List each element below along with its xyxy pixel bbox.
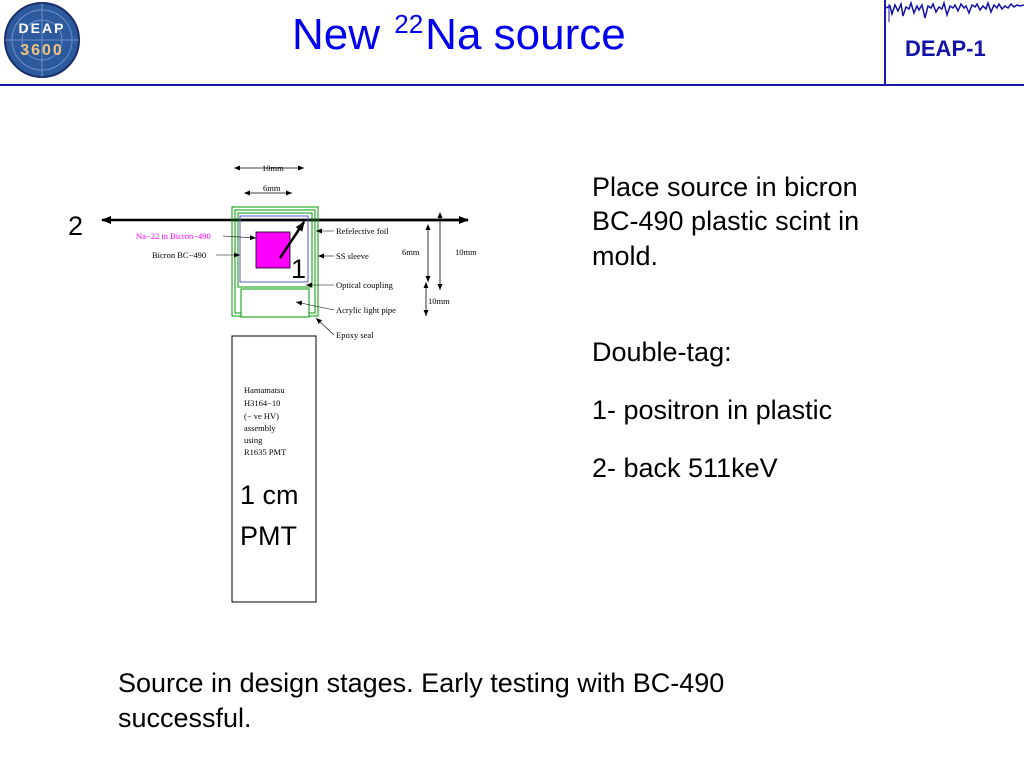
label-pipe: Acrylic light pipe (336, 305, 396, 315)
deap-1-badge: DEAP-1 (905, 36, 986, 61)
label-sleeve: SS sleeve (336, 251, 369, 261)
label-na22: Na−22 in Bicron−490 (136, 231, 211, 241)
label-foil: Refelective foil (336, 226, 389, 236)
ss-sleeve-inner (234, 209, 316, 314)
dim-6mm-right-label: 6mm (402, 247, 420, 257)
pmt-text-6: R1635 PMT (244, 447, 287, 457)
ss-sleeve-outline (231, 206, 319, 317)
right-text-block: Place source in bicron BC-490 plastic sc… (592, 170, 1012, 486)
label-pipe-leader (295, 300, 335, 311)
bottom-text-block: Source in design stages. Early testing w… (118, 666, 918, 736)
pmt-size-line2: PMT (240, 521, 297, 551)
dim-10mm-top-label: 10mm (262, 163, 284, 173)
source-diagram: 10mm 6mm Na−22 in Bicron−490 Bicron BC−4… (68, 163, 477, 603)
label-seal-leader (315, 317, 335, 336)
label-bicron: Bicron BC−490 (152, 250, 206, 260)
title-suffix: Na source (425, 10, 626, 59)
pmt-text-5: using (244, 435, 263, 445)
deap-1-waveform-graphic (886, 0, 1024, 22)
logo-bottom-text: 3600 (20, 42, 64, 59)
bicron-bc490-block (239, 215, 309, 283)
tag-1-item: 1- positron in plastic (592, 395, 833, 426)
header-rule (0, 84, 1024, 86)
label-na22-leader (222, 235, 257, 241)
page-title: New 22Na source (292, 10, 626, 59)
acrylic-light-pipe (240, 288, 310, 318)
marker-1: 1 (291, 254, 306, 284)
p1-line2: BC-490 plastic scint in (592, 206, 860, 237)
title-prefix: New (292, 10, 393, 59)
logo-top-text: DEAP (19, 20, 66, 36)
title-superscript: 22 (394, 9, 424, 39)
label-seal: Epoxy seal (336, 330, 374, 340)
marker-2: 2 (68, 211, 83, 241)
p1-line3: mold. (592, 240, 659, 271)
pmt-text-4: assembly (244, 423, 276, 433)
pmt-size-line1: 1 cm (240, 480, 299, 510)
pmt-text-2: H3164−10 (244, 398, 280, 408)
pmt-body (231, 335, 317, 603)
double-tag-heading: Double-tag: (592, 336, 732, 367)
label-coupling: Optical coupling (336, 280, 394, 290)
deap-3600-logo: DEAP 3600 (4, 2, 80, 78)
tag-2-item: 2- back 511keV (592, 453, 778, 484)
pmt-text-3: (− ve HV) (244, 411, 279, 421)
pmt-text-1: Hamamatsu (244, 385, 285, 395)
ss-sleeve-inner2 (237, 212, 313, 288)
dim-6mm-top-label: 6mm (263, 183, 281, 193)
positron-arrow-1 (278, 221, 306, 259)
dim-10mm-pipe-label: 10mm (428, 296, 450, 306)
bottom-line1: Source in design stages. Early testing w… (118, 668, 725, 698)
p1-line1: Place source in bicron (592, 172, 858, 202)
header-divider (884, 0, 886, 86)
dim-10mm-right-label: 10mm (455, 247, 477, 257)
bottom-line2: successful. (118, 703, 252, 734)
